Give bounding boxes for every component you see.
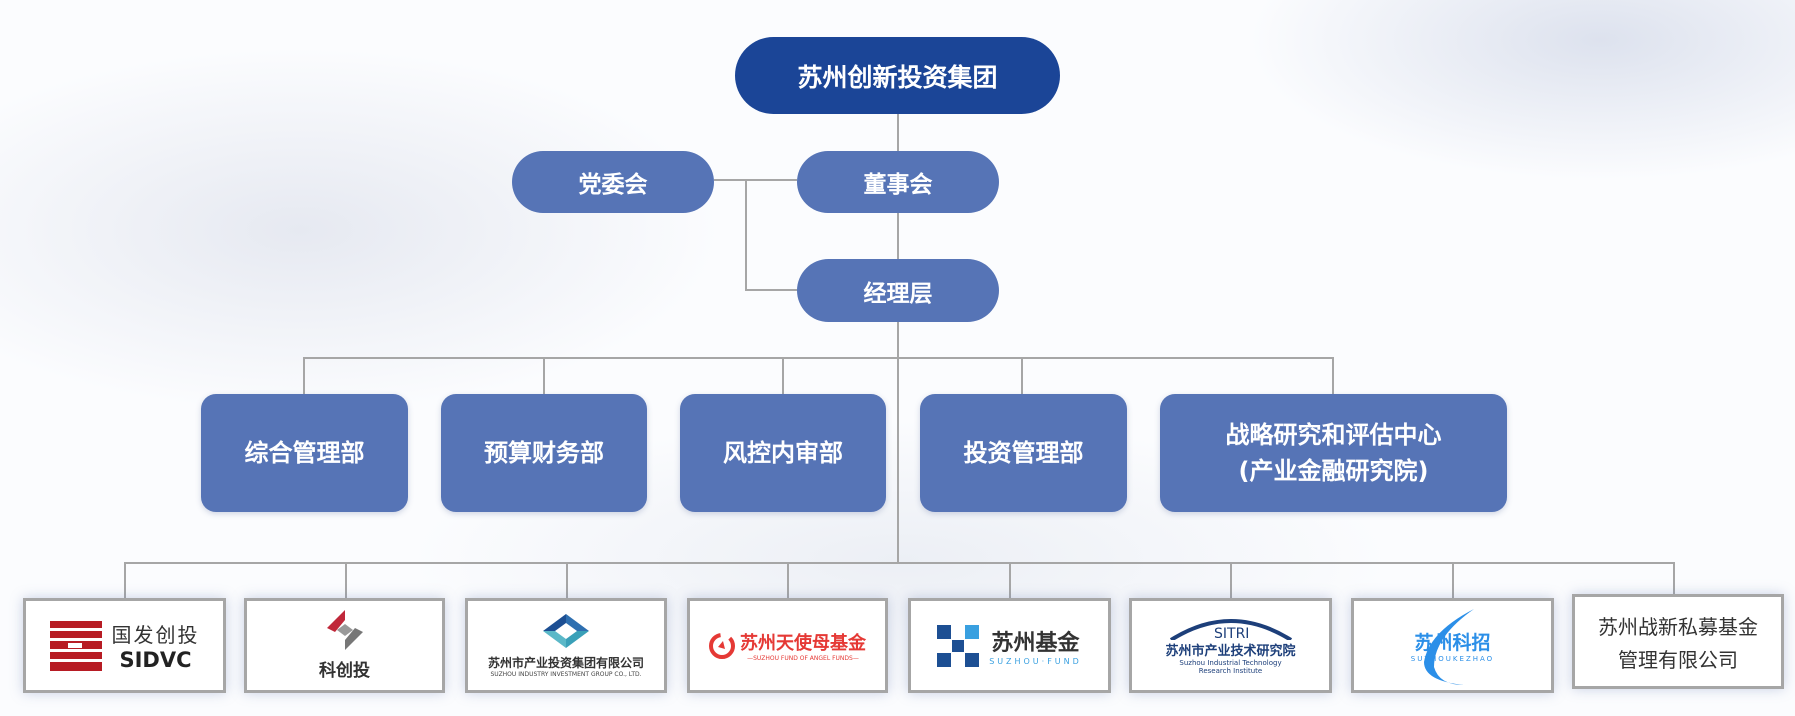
- node-party-committee: 党委会: [512, 151, 714, 213]
- dept-strategy: 战略研究和评估中心 (产业金融研究院): [1160, 394, 1507, 512]
- suzhou-fund-logo-icon: [937, 624, 980, 667]
- node-management: 经理层: [797, 259, 999, 322]
- angel-fund-cn: 苏州天使母基金: [740, 633, 866, 654]
- sidvc-logo-icon: [49, 620, 102, 671]
- connector: [566, 562, 568, 598]
- connector: [1332, 357, 1334, 394]
- connector: [124, 562, 1675, 564]
- connector: [303, 357, 1334, 359]
- industry-investment-en: SUZHOU INDUSTRY INVESTMENT GROUP CO., LT…: [490, 670, 642, 678]
- dept-strategy-line1: 战略研究和评估中心: [1225, 421, 1442, 449]
- kezhao-en: SUZHOUKEZHAO: [1410, 655, 1495, 663]
- subsidiary-kechuangtou: 科创投: [244, 598, 445, 693]
- subsidiary-sidvc: 国发创投 SIDVC: [23, 598, 226, 693]
- kezhao-cn: 苏州科招: [1414, 632, 1491, 654]
- zhanxin-line1: 苏州战新私募基金: [1598, 614, 1758, 639]
- industry-investment-logo-icon: [543, 613, 589, 648]
- sidvc-en: SIDVC: [119, 648, 192, 672]
- dept-risk: 风控内审部: [680, 394, 886, 512]
- angel-fund-logo-icon: [709, 632, 735, 659]
- connector: [543, 357, 545, 394]
- kechuangtou-cn: 科创投: [319, 661, 370, 681]
- connector: [787, 562, 789, 598]
- connector: [345, 562, 347, 598]
- subsidiary-angel-fund: 苏州天使母基金 —SUZHOU FUND OF ANGEL FUNDS—: [687, 598, 888, 693]
- connector: [124, 562, 126, 598]
- zhanxin-line2: 管理有限公司: [1618, 647, 1738, 672]
- kezhao-swoosh-icon: [1424, 609, 1474, 685]
- connector: [1673, 562, 1675, 598]
- tech-institute-en: Suzhou Industrial Technology: [1179, 659, 1282, 667]
- svg-text:SITRI: SITRI: [1214, 626, 1249, 640]
- dept-finance: 预算财务部: [441, 394, 647, 512]
- subsidiary-industry-investment: 苏州市产业投资集团有限公司 SUZHOU INDUSTRY INVESTMENT…: [465, 598, 667, 693]
- connector: [1230, 562, 1232, 598]
- connector: [303, 357, 305, 394]
- connector: [782, 357, 784, 394]
- connector: [745, 289, 797, 291]
- industry-investment-cn: 苏州市产业投资集团有限公司: [487, 655, 644, 670]
- dept-investment: 投资管理部: [920, 394, 1127, 512]
- subsidiary-suzhou-fund: 苏州基金 SUZHOU·FUND: [908, 598, 1111, 693]
- sidvc-cn: 国发创投: [111, 623, 200, 647]
- tech-institute-logo-icon: SITRI: [1169, 619, 1292, 640]
- kechuangtou-logo-icon: [326, 610, 363, 650]
- node-group: 苏州创新投资集团: [735, 37, 1060, 114]
- subsidiary-kezhao: 苏州科招 SUZHOUKEZHAO: [1351, 598, 1554, 693]
- dept-strategy-line2: (产业金融研究院): [1238, 457, 1429, 485]
- suzhou-fund-en: SUZHOU·FUND: [989, 657, 1082, 666]
- connector: [1021, 357, 1023, 394]
- suzhou-fund-cn: 苏州基金: [991, 631, 1080, 656]
- node-board: 董事会: [797, 151, 999, 213]
- connector: [714, 179, 797, 181]
- connector: [1452, 562, 1454, 598]
- tech-institute-en2: Research Institute: [1198, 667, 1263, 675]
- tech-institute-cn: 苏州市产业技术研究院: [1165, 644, 1296, 659]
- connector: [897, 322, 899, 564]
- angel-fund-en: —SUZHOU FUND OF ANGEL FUNDS—: [747, 655, 859, 662]
- subsidiary-tech-institute: SITRI 苏州市产业技术研究院 Suzhou Industrial Techn…: [1129, 598, 1332, 693]
- connector: [745, 179, 747, 291]
- subsidiary-zhanxin: 苏州战新私募基金 管理有限公司: [1572, 594, 1784, 689]
- connector: [1009, 562, 1011, 598]
- dept-general: 综合管理部: [201, 394, 408, 512]
